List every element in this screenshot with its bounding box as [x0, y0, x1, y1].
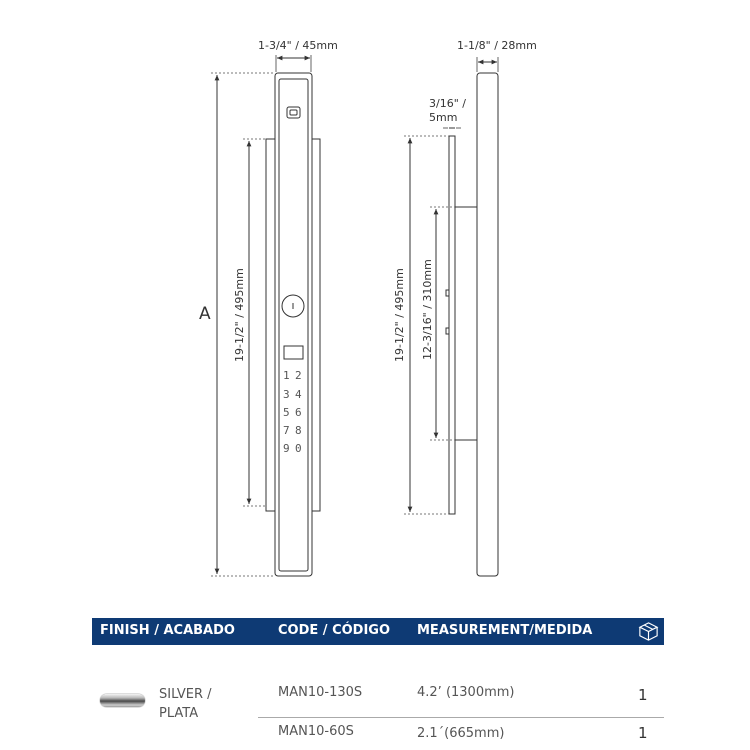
front-handle [274, 72, 313, 577]
row2-measurement: 2.1´(665mm) [417, 726, 505, 741]
key-5: 5 [283, 406, 290, 419]
table-header: FINISH / ACABADO CODE / CÓDIGO MEASUREME… [92, 618, 664, 645]
side-height-label: 19-1/2" / 495mm [393, 268, 406, 362]
row2-qty: 1 [638, 724, 648, 742]
side-view [445, 72, 499, 577]
key-1: 1 [283, 369, 290, 382]
side-depth-label: 1-1/8" / 28mm [457, 39, 537, 52]
finish-label-line1: SILVER / [159, 687, 212, 702]
box-icon [638, 622, 659, 641]
key-cylinder [281, 294, 305, 318]
front-view [265, 72, 321, 577]
finish-label: SILVER / PLATA [159, 685, 239, 723]
row2-code: MAN10-60S [278, 724, 354, 739]
row1-qty: 1 [638, 686, 648, 704]
row-separator [258, 717, 664, 718]
plate-thickness-label-2: 5mm [429, 111, 457, 124]
key-7: 7 [283, 424, 290, 437]
key-3: 3 [283, 388, 290, 401]
key-0: 0 [295, 442, 302, 455]
fingerprint-sensor [286, 106, 301, 119]
front-height-label: 19-1/2" / 495mm [233, 268, 246, 362]
keypad: 1 2 3 4 5 6 7 8 9 0 [283, 369, 302, 455]
key-9: 9 [283, 442, 290, 455]
inner-height-label: 12-3/16" / 310mm [421, 259, 434, 360]
table-body: SILVER / PLATA MAN10-130S 4.2’ (1300mm) … [92, 645, 664, 745]
finish-swatch [100, 694, 145, 707]
side-handle [476, 72, 499, 577]
row1-measurement: 4.2’ (1300mm) [417, 685, 515, 700]
finish-label-line2: PLATA [159, 706, 199, 721]
header-measurement: MEASUREMENT/MEDIDA [417, 623, 593, 638]
plate-thickness-label-1: 3/16" / [429, 97, 466, 110]
front-handle-inner [278, 78, 309, 572]
front-width-label: 1-3/4" / 45mm [258, 39, 338, 52]
row1-code: MAN10-130S [278, 685, 363, 700]
header-code: CODE / CÓDIGO [278, 623, 391, 638]
key-6: 6 [295, 406, 302, 419]
technical-drawing: 1 2 3 4 5 6 7 8 9 0 1-3/4" / 45mm A 19-1… [199, 39, 537, 577]
side-body [454, 206, 478, 441]
key-2: 2 [295, 369, 302, 382]
overall-height-label: A [199, 304, 211, 324]
spec-table: FINISH / ACABADO CODE / CÓDIGO MEASUREME… [92, 618, 664, 745]
side-plate [448, 135, 456, 515]
keypad-display [283, 345, 304, 360]
header-finish: FINISH / ACABADO [100, 623, 235, 638]
key-4: 4 [295, 388, 302, 401]
key-8: 8 [295, 424, 302, 437]
